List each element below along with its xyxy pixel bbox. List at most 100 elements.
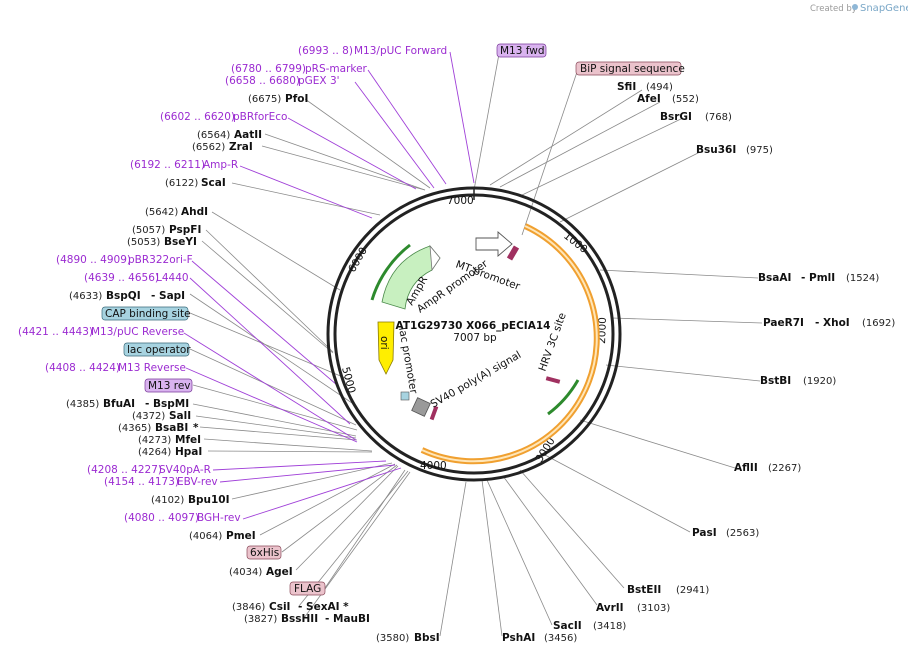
site-bspqi: BspQI — [106, 290, 141, 302]
site-bsaai-pos: (1524) — [846, 273, 879, 284]
site-xhoi: - XhoI — [815, 317, 850, 329]
cap-label: CAP binding site — [105, 308, 191, 320]
site-sali: SalI — [169, 410, 191, 422]
sv40-label: SV40 poly(A) signal — [429, 349, 524, 411]
site-bsabi-pos: (4365) — [118, 423, 151, 434]
site-bsteii: BstEII — [627, 584, 661, 596]
left-sites: (6675) PfoI (6564) AatII (6562) ZraI (61… — [66, 93, 370, 625]
site-bsabi: BsaBI — [155, 422, 188, 434]
hrv-marker — [545, 376, 561, 384]
cap-block — [400, 391, 410, 401]
site-sapi: - SapI — [151, 290, 185, 302]
site-zrai-pos: (6562) — [192, 142, 225, 153]
mt-promoter-arrow — [475, 231, 513, 257]
site-afei: AfeI — [637, 93, 661, 105]
primer-pbr322ori-range: (4890 .. 4909) — [56, 254, 131, 266]
site-bsrgi: BsrGI — [660, 111, 692, 123]
site-bsaai: BsaAI — [758, 272, 791, 284]
primer-pbr322ori: pBR322ori-F — [128, 254, 193, 266]
primer-pbrforeco: pBRforEco — [233, 111, 287, 123]
site-csii-pos: (3846) — [232, 602, 265, 613]
site-sexai: - SexAI * — [298, 601, 349, 613]
left-primers: (6993 .. 8) M13/pUC Forward (6780 .. 679… — [18, 45, 447, 524]
site-paer7i: PaeR7I — [763, 317, 804, 329]
site-avrii-pos: (3103) — [637, 603, 670, 614]
primer-m13rev-range: (4408 .. 4424) — [45, 362, 120, 374]
site-pspfi-pos: (5057) — [132, 225, 165, 236]
site-leader-lines — [189, 53, 763, 637]
flag-label: FLAG — [294, 583, 321, 595]
site-pfoi-pos: (6675) — [248, 94, 281, 105]
primer-sv40pa-range: (4208 .. 4227) — [87, 464, 162, 476]
site-pshai: PshAI — [502, 632, 535, 644]
primer-leader-lines — [183, 51, 475, 520]
site-pmei: PmeI — [226, 530, 256, 542]
his-label: 6xHis — [250, 547, 279, 559]
site-bspqi-pos: (4633) — [69, 291, 102, 302]
snapgene-logo-icon — [852, 4, 858, 10]
tick-7000: 7000 — [447, 195, 474, 207]
site-bseyi: BseYI — [164, 236, 197, 248]
site-bstbi: BstBI — [760, 375, 791, 387]
site-pasi: PasI — [692, 527, 717, 539]
site-aatii: AatII — [234, 129, 262, 141]
site-bpu10i-pos: (4102) — [151, 495, 184, 506]
site-pmli: - PmlI — [801, 272, 835, 284]
primer-ampr: Amp-R — [203, 159, 238, 171]
ampr-arrow — [381, 245, 441, 310]
site-bbsi: BbsI — [414, 632, 440, 644]
sv40-block — [411, 397, 431, 417]
primer-m13puc-rev: M13/pUC Reverse — [91, 326, 184, 338]
site-agei: AgeI — [266, 566, 293, 578]
site-scai-pos: (6122) — [165, 178, 198, 189]
primer-sv40pa: SV40pA-R — [159, 464, 211, 476]
sv40-marker — [429, 405, 439, 421]
bip-tag — [575, 61, 682, 76]
site-pspfi: PspFI — [169, 224, 201, 236]
bip-label: BiP signal sequence — [580, 63, 685, 75]
m13-rev-label: M13 rev — [148, 380, 191, 392]
site-scai: ScaI — [201, 177, 226, 189]
site-bfuai-pos: (4385) — [66, 399, 99, 410]
primer-pgex-range: (6658 .. 6680) — [225, 75, 300, 87]
site-ahdi: AhdI — [181, 206, 208, 218]
site-pfoi: PfoI — [285, 93, 308, 105]
site-bsteii-pos: (2941) — [676, 585, 709, 596]
site-bseyi-pos: (5053) — [127, 237, 160, 248]
left-tags: CAP binding site lac operator M13 rev 6x… — [101, 306, 326, 596]
primer-ampr-range: (6192 .. 6211) — [130, 159, 205, 171]
primer-bgh-range: (4080 .. 4097) — [124, 512, 199, 524]
primer-bgh: BGH-rev — [197, 512, 241, 524]
site-sacii-pos: (3418) — [593, 621, 626, 632]
ampr-arc-small — [370, 243, 411, 301]
mt-marker — [506, 245, 520, 261]
site-ahdi-pos: (5642) — [145, 207, 178, 218]
site-maubi: - MauBI — [325, 613, 370, 625]
primer-m13puc-fwd-range: (6993 .. 8) — [298, 45, 353, 57]
cds-arc-small — [547, 379, 580, 416]
site-sali-pos: (4372) — [132, 411, 165, 422]
lac-promoter-label: lac promoter — [396, 326, 420, 395]
site-mfei-pos: (4273) — [138, 435, 171, 446]
his-tag — [246, 545, 282, 560]
site-bsu36i-pos: (975) — [746, 145, 773, 156]
site-aatii-pos: (6564) — [197, 130, 230, 141]
site-aflii-pos: (2267) — [768, 463, 801, 474]
site-bsu36i: Bsu36I — [696, 144, 736, 156]
site-hpai-pos: (4264) — [138, 447, 171, 458]
site-paer7i-pos: (1692) — [862, 318, 895, 329]
site-pshai-pos: (3456) — [544, 633, 577, 644]
primer-m13puc-rev-range: (4421 .. 4443) — [18, 326, 93, 338]
site-pmei-pos: (4064) — [189, 531, 222, 542]
site-aflii: AflII — [734, 462, 758, 474]
ori-label: ori — [378, 336, 390, 350]
site-zrai: ZraI — [229, 141, 253, 153]
primer-l4440: L4440 — [156, 272, 189, 284]
site-bpu10i: Bpu10I — [188, 494, 230, 506]
primer-l4440-range: (4639 .. 4656) — [84, 272, 159, 284]
tick-4000: 4000 — [420, 460, 447, 472]
site-hpai: HpaI — [175, 446, 202, 458]
site-csii: CsiI — [269, 601, 290, 613]
primer-m13puc-fwd: M13/pUC Forward — [354, 45, 447, 57]
